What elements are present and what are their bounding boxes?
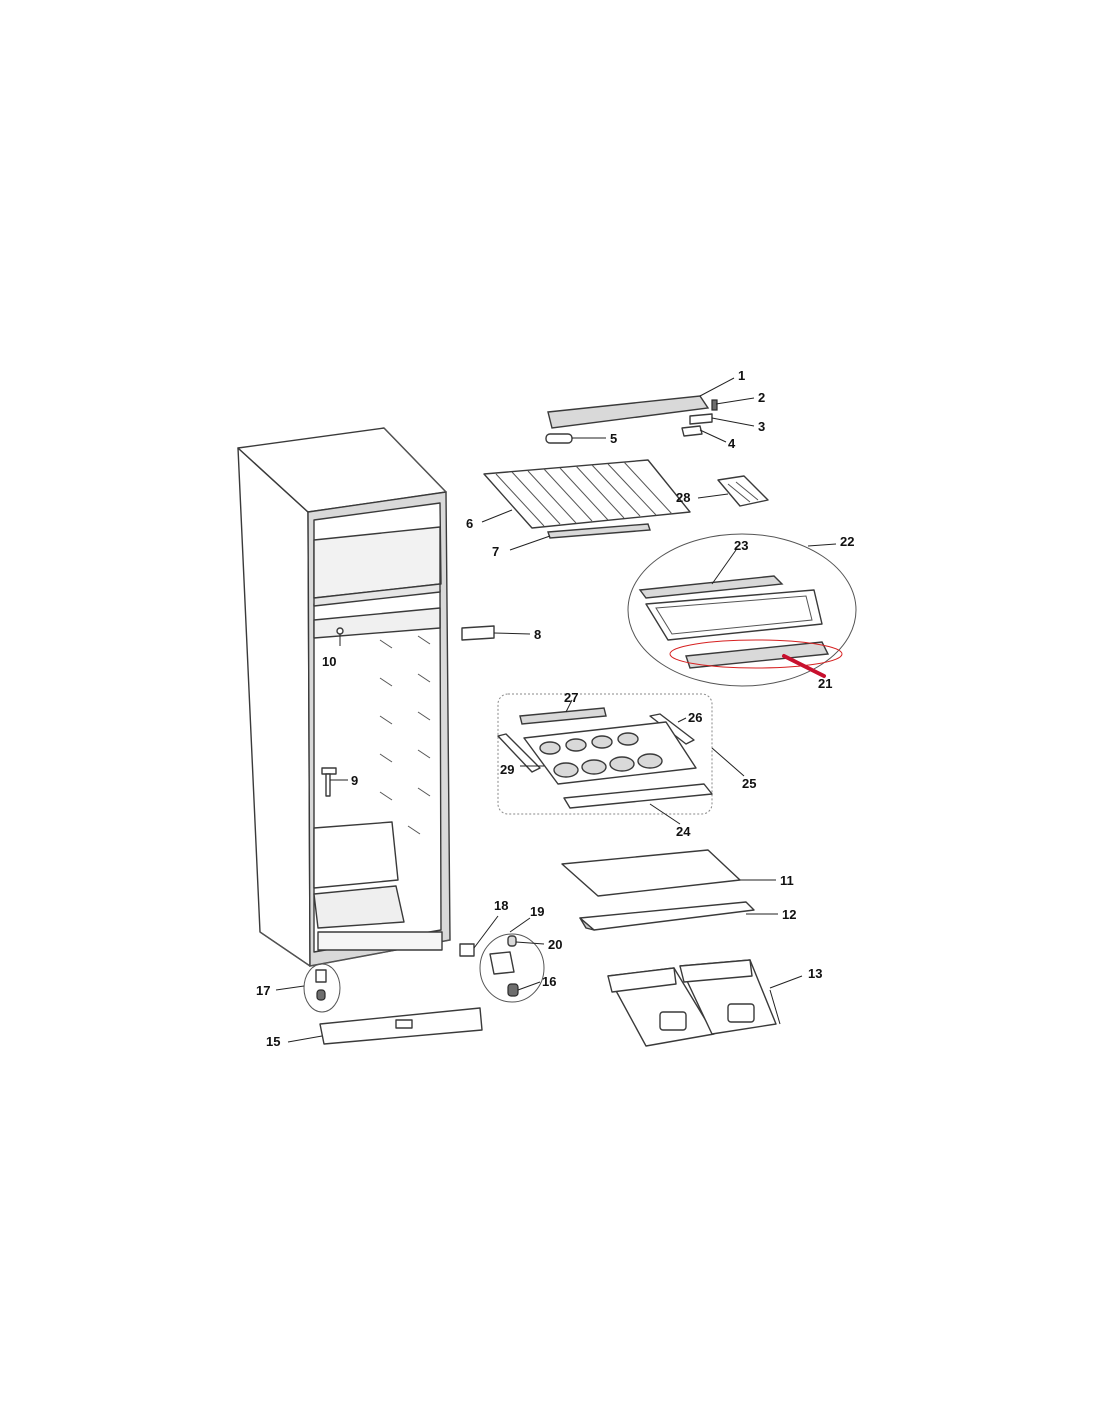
callout-18: 18 <box>494 898 508 913</box>
adjustable-foot-17 <box>315 969 327 1001</box>
callout-5: 5 <box>610 431 617 446</box>
callout-13: 13 <box>808 966 822 981</box>
ice-tray <box>717 475 769 507</box>
hinge-bracket-8 <box>461 625 495 641</box>
handle-5 <box>545 433 573 444</box>
callout-9: 9 <box>351 773 358 788</box>
callout-1: 1 <box>738 368 745 383</box>
callout-17: 17 <box>256 983 270 998</box>
rack-front-trim-24 <box>563 783 713 809</box>
hinge-plate-4 <box>681 425 703 437</box>
callout-20: 20 <box>548 937 562 952</box>
callout-23: 23 <box>734 538 748 553</box>
group-22-outline <box>627 533 857 687</box>
rack-strip-27 <box>519 707 607 725</box>
shelf-strip-7 <box>547 523 651 539</box>
callout-7: 7 <box>492 544 499 559</box>
callout-12: 12 <box>782 907 796 922</box>
base-grille-15 <box>319 1007 483 1045</box>
part-21-arrow <box>782 654 826 678</box>
shelf-front-trim-21 <box>685 641 830 669</box>
callout-19: 19 <box>530 904 544 919</box>
callout-16: 16 <box>542 974 556 989</box>
group-25-outline <box>497 693 713 815</box>
callout-24: 24 <box>676 824 691 839</box>
callout-29: 29 <box>500 762 514 777</box>
door-hinge-19 <box>489 951 515 975</box>
callout-3: 3 <box>758 419 765 434</box>
callout-2: 2 <box>758 390 765 405</box>
group-17-outline <box>303 963 341 1013</box>
callout-11: 11 <box>780 873 794 888</box>
thermostat-knob-9 <box>321 767 337 797</box>
callout-22: 22 <box>840 534 854 549</box>
callout-27: 27 <box>564 690 578 705</box>
hinge-plate-3 <box>689 413 713 425</box>
callout-26: 26 <box>688 710 702 725</box>
callout-10: 10 <box>322 654 336 669</box>
screw-10 <box>336 627 344 635</box>
shelf-trim-12 <box>579 901 755 931</box>
rack-rail-29 <box>497 733 541 773</box>
foot-16 <box>507 983 519 997</box>
callout-6: 6 <box>466 516 473 531</box>
glass-shelf-11 <box>561 849 741 897</box>
callout-21: 21 <box>818 676 832 691</box>
crisper-drawers <box>607 959 777 1047</box>
callout-25: 25 <box>742 776 756 791</box>
screw-part <box>711 399 718 411</box>
refrigerator-cabinet <box>237 427 451 967</box>
callout-28: 28 <box>676 490 690 505</box>
bushing-20 <box>507 935 517 947</box>
leader-lines <box>275 377 837 1043</box>
glass-shelf-frame <box>645 589 823 641</box>
callout-4: 4 <box>728 436 736 451</box>
wire-shelf <box>483 459 691 529</box>
part-18 <box>459 943 475 957</box>
group-19-outline <box>479 933 545 1003</box>
part-21-highlight <box>669 639 843 669</box>
callout-8: 8 <box>534 627 541 642</box>
bottle-rack <box>523 721 697 785</box>
callout-15: 15 <box>266 1034 280 1049</box>
shelf-trim-23 <box>638 575 784 599</box>
top-hinge-bar <box>547 395 710 429</box>
cabinet-shelf-slots <box>379 635 431 835</box>
